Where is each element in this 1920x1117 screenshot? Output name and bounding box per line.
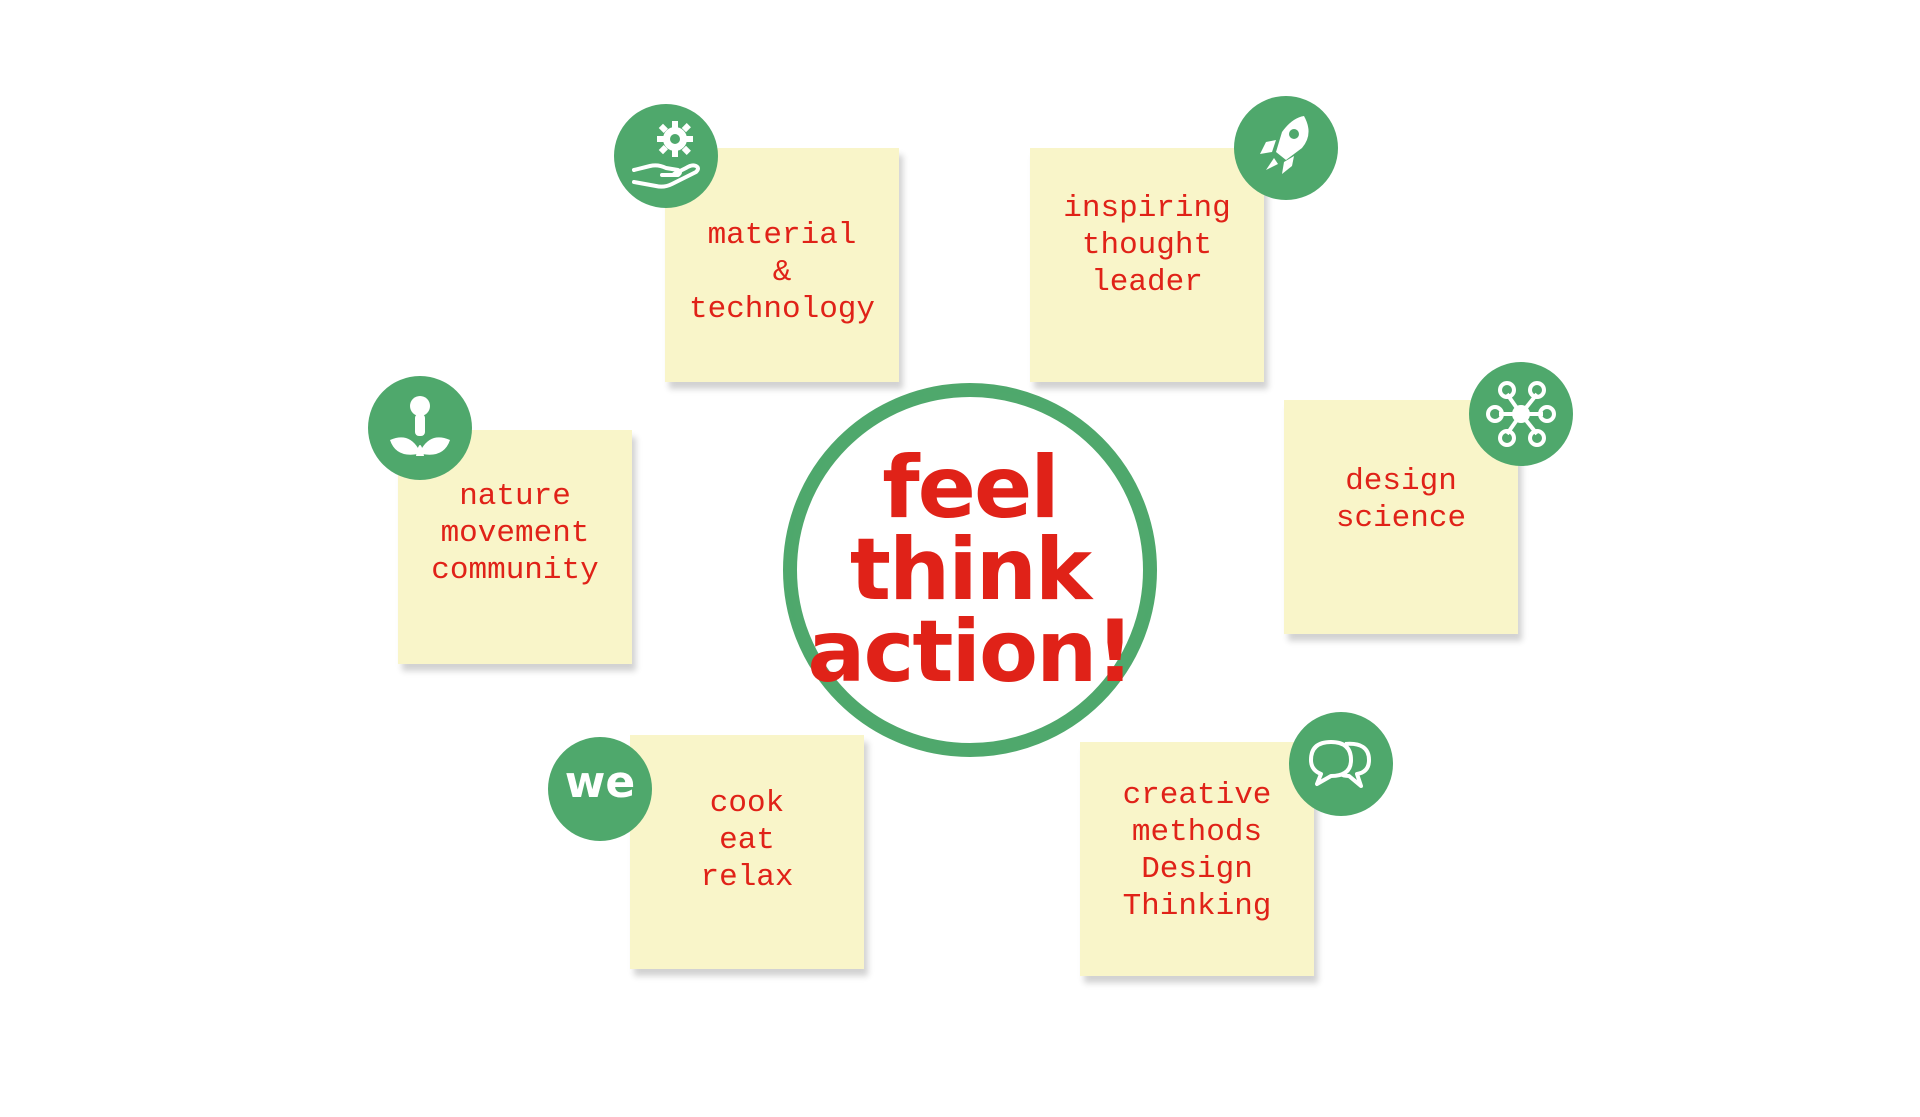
note-line: inspiring — [1063, 190, 1231, 226]
note-nature-movement-community: nature movement community — [398, 430, 632, 664]
note-line: relax — [700, 859, 794, 895]
note-line: technology — [688, 291, 876, 327]
slogan-line-action: action! — [807, 602, 1134, 702]
note-line: creative — [1122, 778, 1272, 813]
person-leaves-icon — [366, 374, 474, 482]
note-line: thought — [1081, 227, 1213, 263]
hand-gear-icon — [612, 102, 720, 210]
note-line: nature — [459, 478, 571, 514]
note-line: community — [431, 552, 599, 588]
note-line: leader — [1091, 264, 1203, 300]
rocket-icon — [1232, 94, 1340, 202]
note-line: Thinking — [1122, 889, 1272, 924]
note-line: Design — [1141, 852, 1253, 887]
note-line: movement — [440, 515, 590, 551]
center-slogan: feel think action! — [780, 380, 1160, 760]
note-inspiring-thought-leader: inspiring thought leader — [1030, 148, 1264, 382]
note-line: methods — [1131, 815, 1263, 850]
note-creative-methods-design-thinking: creative methods Design Thinking — [1080, 742, 1314, 976]
note-cook-eat-relax: cook eat relax — [630, 735, 864, 969]
we-icon: we — [546, 735, 654, 843]
note-line: science — [1335, 501, 1467, 536]
note-line: & — [772, 254, 792, 290]
slogan-line-feel: feel — [882, 438, 1060, 538]
network-nodes-icon — [1467, 360, 1575, 468]
center-ring — [783, 383, 1157, 757]
we-icon-text: we — [565, 757, 636, 808]
note-line: eat — [719, 822, 775, 858]
note-line: cook — [709, 785, 785, 821]
speech-bubbles-icon — [1287, 710, 1395, 818]
note-line: design — [1345, 464, 1457, 499]
note-line: material — [707, 217, 857, 253]
slogan-line-think: think — [849, 520, 1092, 620]
